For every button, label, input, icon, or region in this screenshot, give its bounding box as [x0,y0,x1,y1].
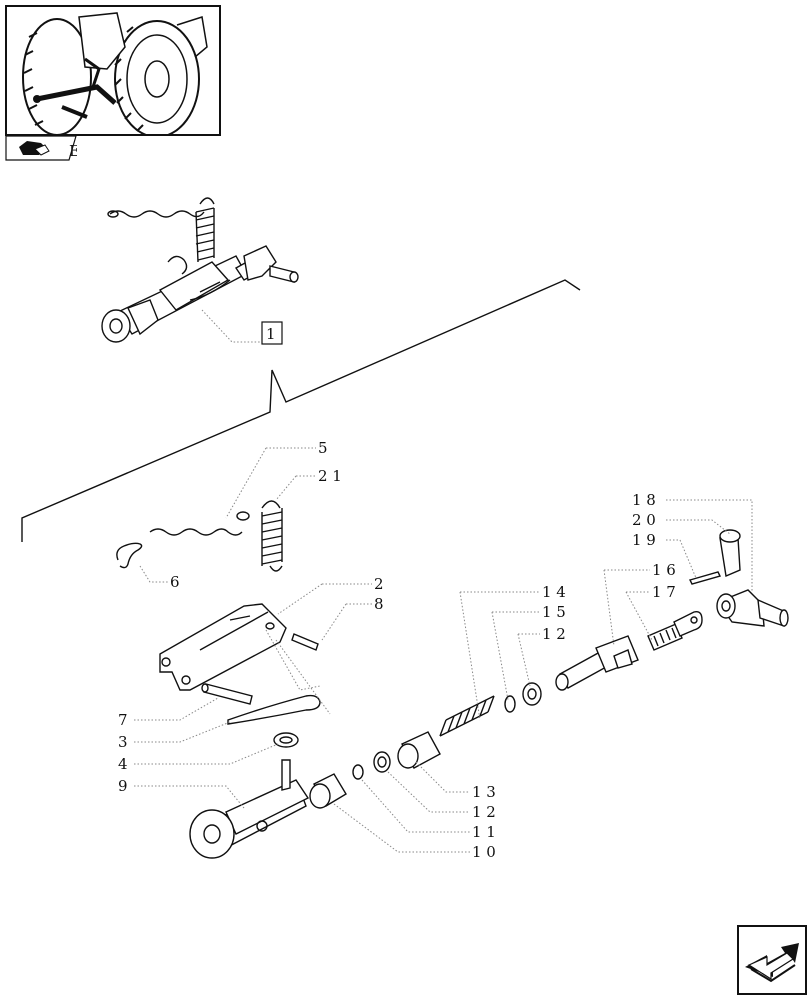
callout-7[interactable]: 7 [118,711,128,729]
callout-13[interactable]: 1 3 [472,783,496,801]
callout-3[interactable]: 3 [118,733,128,751]
callout-21[interactable]: 2 1 [318,467,342,485]
assembly-leader [201,309,262,343]
part-circlip-11 [352,764,364,780]
leader-lines [134,447,753,853]
callout-16[interactable]: 1 6 [652,561,676,579]
next-page-arrow-icon [737,925,807,995]
part-pin-8 [291,633,319,651]
part-circlip-15 [504,695,516,713]
next-page-button[interactable] [737,925,807,995]
part-clevis-18 [716,589,789,627]
part-rod-16 [555,635,639,691]
tractor-thumbnail [5,5,221,136]
tab-letter: E [69,142,77,160]
callout-12-lower[interactable]: 1 2 [472,803,496,821]
callout-4[interactable]: 4 [118,755,128,773]
callout-8[interactable]: 8 [374,595,384,613]
part-screw-17 [647,610,703,651]
part-bracket [159,603,287,691]
part-chain [116,511,250,569]
part-ring-12 [373,751,391,773]
part-cotter-19 [688,571,722,585]
callout-10[interactable]: 1 0 [472,843,496,861]
assembled-stabilizer-drawing [101,197,299,343]
group-bracket [21,279,581,542]
part-bushing-10 [309,773,347,809]
callout-6[interactable]: 6 [170,573,180,591]
tractor-thumbnail-icon [22,12,208,134]
part-ring-12b [522,682,542,706]
assembly-ref-box[interactable] [261,321,283,345]
part-bushing-13 [397,731,441,769]
callout-5[interactable]: 5 [318,439,328,457]
part-spring [261,500,283,572]
part-pin-7 [203,683,253,705]
callout-12-upper[interactable]: 1 2 [542,625,566,643]
section-tab[interactable]: E [5,135,80,161]
part-pin-20 [719,529,741,577]
callout-20[interactable]: 2 0 [632,511,656,529]
part-tube-9 [189,759,310,859]
assembly-ref-label: 1 [266,325,276,343]
callout-17[interactable]: 1 7 [652,583,676,601]
part-washer-4 [273,732,299,748]
part-clip-3 [227,694,321,725]
part-spring-14 [439,695,495,737]
callout-14[interactable]: 1 4 [542,583,566,601]
callout-15[interactable]: 1 5 [542,603,566,621]
callout-9[interactable]: 9 [118,777,128,795]
callout-11[interactable]: 1 1 [472,823,496,841]
callout-19[interactable]: 1 9 [632,531,656,549]
callout-2[interactable]: 2 [374,575,384,593]
tractor-tab-icon: E [5,135,80,161]
callout-18[interactable]: 1 8 [632,491,656,509]
